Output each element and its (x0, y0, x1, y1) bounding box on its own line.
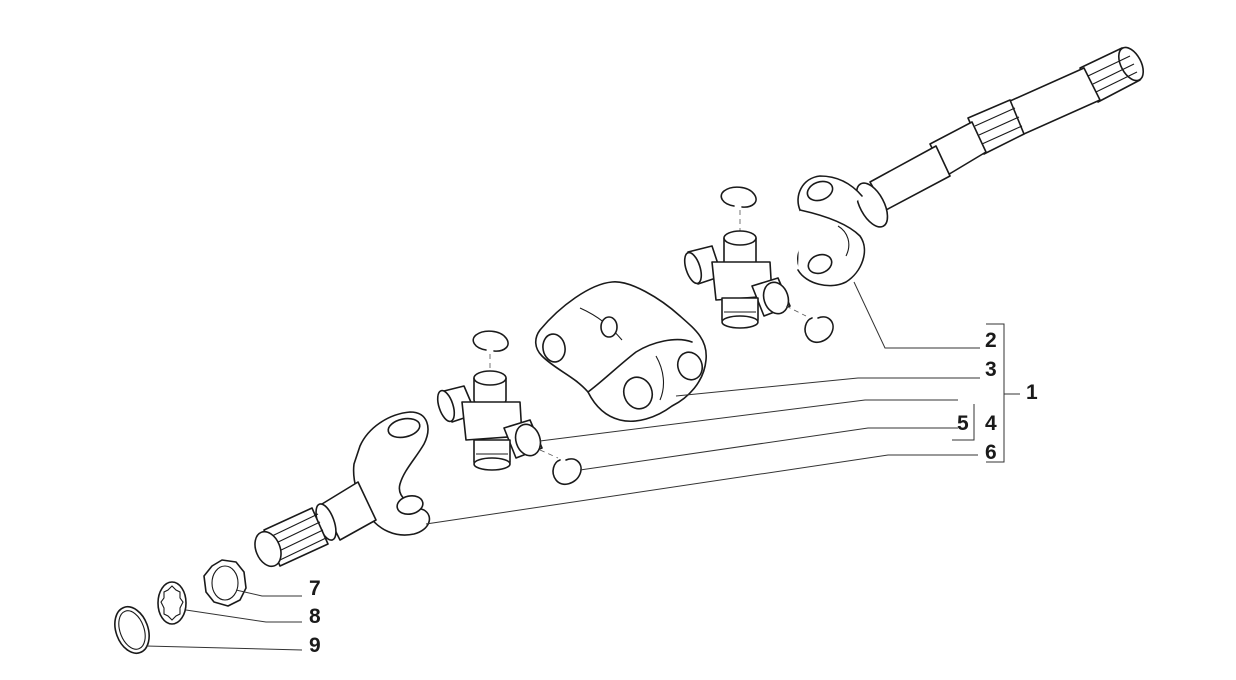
lower-circlip-top (472, 330, 509, 352)
callout-6: 6 (985, 441, 997, 464)
nut-part-7 (203, 559, 247, 607)
upper-circlip-top (720, 186, 757, 208)
callout-9: 9 (309, 634, 321, 657)
callout-1: 1 (1026, 381, 1038, 404)
inner-axle-shaft (254, 411, 431, 568)
callout-8: 8 (309, 605, 321, 628)
outer-axle-shaft (855, 46, 1145, 228)
center-double-yoke (534, 281, 707, 422)
outer-yoke (797, 175, 866, 287)
washer-part-8 (157, 581, 187, 625)
leader-lines (145, 281, 1020, 651)
lower-circlip-side (552, 458, 582, 486)
upper-universal-joint-cross (683, 230, 791, 329)
snap-ring-part-9 (114, 605, 150, 655)
callout-4: 4 (985, 412, 997, 435)
callout-2: 2 (985, 329, 997, 352)
callout-7: 7 (309, 577, 321, 600)
callout-5: 5 (957, 412, 969, 435)
upper-circlip-side (804, 316, 834, 344)
callout-3: 3 (985, 358, 997, 381)
lower-universal-joint-cross (436, 370, 543, 471)
